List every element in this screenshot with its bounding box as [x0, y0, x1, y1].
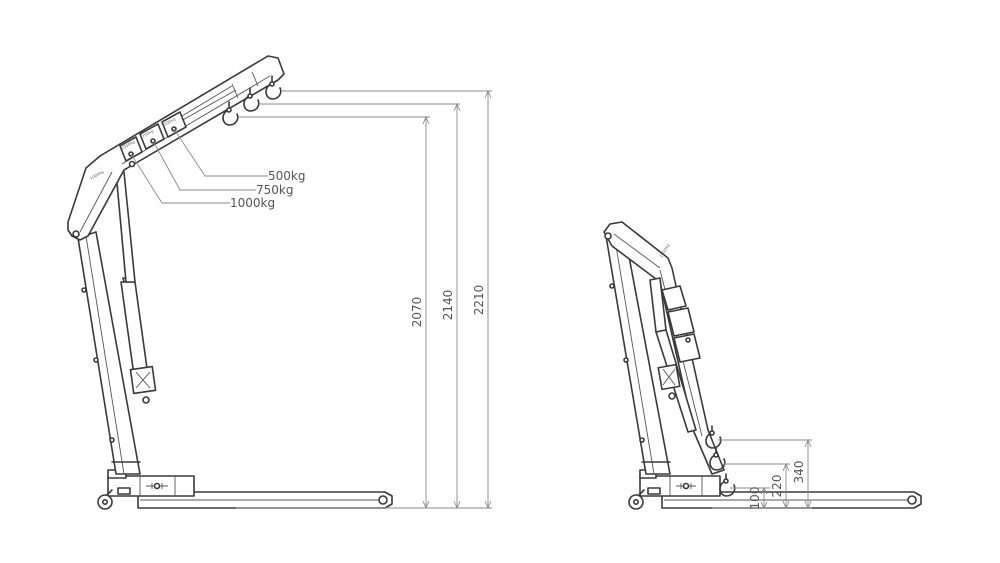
boom-plate-750kg: 750kg: [141, 128, 155, 139]
extended-hydraulic-ram: [115, 171, 157, 404]
extended-hook-500kg: [265, 75, 282, 100]
dim-2070: 2070: [410, 297, 424, 328]
label-750kg: 750kg: [256, 183, 293, 197]
dim-100: 100: [748, 487, 762, 510]
label-500kg: 500kg: [268, 169, 305, 183]
dim-2140: 2140: [441, 290, 455, 321]
extended-hook-750kg: [243, 87, 260, 112]
folded-caster-wheel: [628, 489, 645, 510]
extended-crane: 1000kg 750kg 500kg 1000kg: [67, 55, 492, 510]
boom-plate-500kg: 500kg: [163, 116, 177, 127]
folded-hook-500kg: [719, 473, 736, 497]
label-1000kg: 1000kg: [230, 196, 275, 210]
folded-hook-750kg: [709, 447, 726, 471]
extended-mast: [77, 231, 141, 475]
dim-220: 220: [770, 475, 784, 498]
extended-boom: 1000kg 750kg 500kg 1000kg: [67, 55, 285, 241]
dim-340: 340: [792, 461, 806, 484]
folded-hook-1000kg: [705, 425, 722, 449]
folded-crane: 1000kg: [603, 221, 922, 510]
extended-hook-1000kg: [222, 101, 239, 126]
extended-height-dimensions: [236, 89, 492, 510]
capacity-leaders: [130, 128, 268, 204]
extended-base-leg: [137, 491, 393, 509]
extended-caster-wheel: [97, 489, 113, 510]
folded-height-dimensions: [712, 438, 812, 510]
dim-2210: 2210: [472, 285, 486, 316]
